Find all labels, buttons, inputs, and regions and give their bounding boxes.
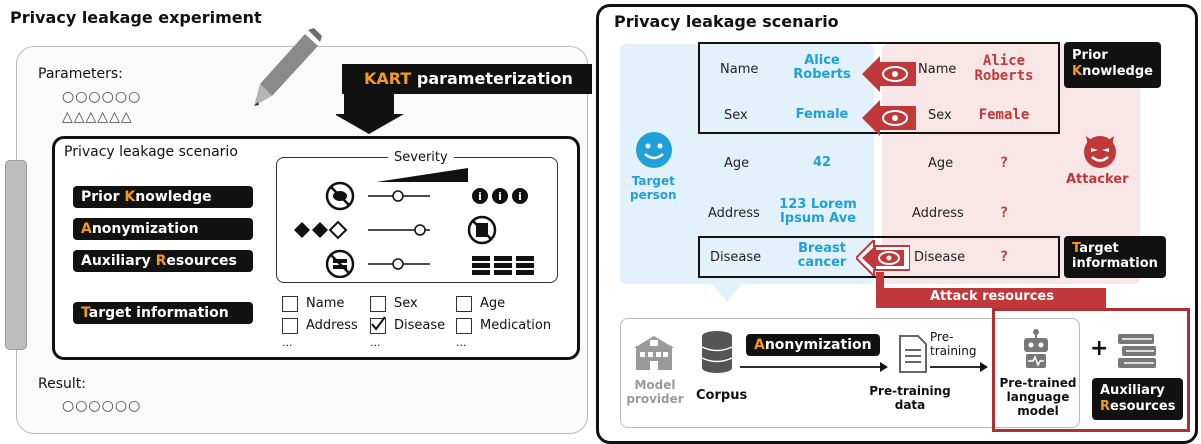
- target-pointer: [712, 284, 742, 302]
- attacker-disease-value: ?: [999, 249, 1009, 265]
- pen-icon: [254, 28, 322, 106]
- devil-icon: [1084, 136, 1116, 168]
- smiley-icon: [636, 132, 672, 168]
- param-triangles: △△△△△△: [62, 109, 133, 125]
- attacker-name-value: Alice Roberts: [974, 53, 1034, 84]
- checkbox-label-address: Address: [306, 318, 358, 333]
- checkbox-medication[interactable]: [456, 318, 472, 334]
- checkbox-address[interactable]: [282, 318, 298, 334]
- row-address-value: 123 Lorem Ipsum Ave: [779, 197, 857, 226]
- param-circles: ○○○○○○: [62, 89, 142, 105]
- scenario-title: Privacy leakage scenario: [64, 144, 238, 160]
- severity-sliders: i i i: [294, 181, 534, 278]
- checkbox-name[interactable]: [282, 296, 298, 312]
- model-provider-label: Model provider: [626, 378, 684, 406]
- kart-word: KART: [364, 69, 412, 88]
- checkbox-label-medication: Medication: [480, 318, 552, 333]
- books-icon: [1118, 334, 1156, 368]
- document-icon: [899, 335, 927, 373]
- corpus-label: Corpus: [696, 388, 748, 403]
- database-icon: [701, 331, 733, 373]
- attacker-name-field: Name: [918, 62, 957, 77]
- attack-resources-stem: [876, 272, 884, 294]
- pill-target-information: Target information: [73, 302, 253, 324]
- parameters-label: Parameters:: [38, 66, 123, 82]
- eraser-icons: [294, 220, 348, 240]
- anonymization-pill: Anonymization: [746, 334, 880, 356]
- svg-text:i: i: [518, 190, 522, 203]
- checkbox-label-age: Age: [480, 296, 506, 311]
- svg-text:i: i: [498, 190, 502, 203]
- kart-rest: parameterization: [411, 69, 573, 88]
- target-person-label: Target person: [630, 174, 677, 202]
- row-sex-value: Female: [795, 107, 849, 122]
- attack-resources-bar: [876, 288, 1106, 308]
- pill-auxiliary-resources: Auxiliary Resources: [73, 250, 253, 272]
- result-label: Result:: [38, 376, 86, 392]
- checkbox-age[interactable]: [456, 296, 472, 312]
- severity-label: Severity: [388, 150, 454, 165]
- row-disease-value: Breast cancer: [797, 241, 847, 270]
- kart-label: KART parameterization: [364, 69, 573, 88]
- severity-wedge: [376, 168, 468, 182]
- target-info-pill: Target information: [1064, 236, 1166, 278]
- no-doc-icon: [467, 215, 497, 245]
- aux-resources-pill: Auxiliary Resources: [1092, 378, 1184, 420]
- no-books-icon: [325, 249, 355, 278]
- anonymization-arrow: [740, 362, 888, 372]
- attacker-sex-value: Female: [978, 107, 1030, 123]
- checkbox-disease[interactable]: [370, 316, 386, 334]
- robot-icon: [1024, 329, 1048, 368]
- row-sex-field: Sex: [724, 108, 748, 123]
- right-title: Privacy leakage scenario: [614, 12, 839, 31]
- board-clip: [5, 160, 27, 350]
- prior-knowledge-pill: Prior Knowledge: [1064, 42, 1161, 88]
- result-circles: ○○○○○○: [62, 398, 142, 414]
- pretraining-arrow: [930, 362, 988, 372]
- attacker-sex-field: Sex: [928, 108, 952, 123]
- pill-prior-knowledge: Prior Knowledge: [73, 186, 253, 208]
- ellipsis-2: ...: [370, 336, 381, 349]
- eye-arrow-name: [862, 56, 916, 92]
- checkbox-sex[interactable]: [370, 296, 386, 312]
- plus-sign: +: [1090, 336, 1109, 361]
- attacker-address-value: ?: [999, 205, 1009, 221]
- checkbox-label-name: Name: [306, 296, 345, 311]
- row-age-value: 42: [812, 155, 832, 170]
- attack-resources-box: [992, 308, 1190, 432]
- pretraining-arrow-label: Pre- training: [930, 330, 977, 358]
- attacker-disease-field: Disease: [914, 250, 966, 265]
- row-disease-field: Disease: [710, 250, 762, 265]
- ellipsis-3: ...: [456, 336, 467, 349]
- attacker-address-field: Address: [912, 206, 964, 221]
- pill-anonymization: Anonymization: [73, 218, 253, 240]
- checkbox-label-disease: Disease: [394, 318, 446, 333]
- ellipsis-1: ...: [282, 336, 293, 349]
- row-age-field: Age: [724, 156, 750, 171]
- checkbox-label-sex: Sex: [394, 296, 418, 311]
- svg-text:i: i: [478, 190, 482, 203]
- info-icons: i i i: [472, 188, 528, 204]
- attack-resources-label: Attack resources: [930, 289, 1054, 304]
- attacker-label: Attacker: [1066, 172, 1129, 187]
- pretrained-lm-label: Pre-trained language model: [999, 376, 1077, 418]
- hospital-icon: [634, 336, 674, 370]
- attacker-age-value: ?: [999, 155, 1009, 171]
- pipeline-box: [620, 318, 1080, 428]
- books-icons: [472, 256, 534, 275]
- row-name-field: Name: [720, 62, 759, 77]
- row-address-field: Address: [708, 206, 760, 221]
- eye-arrow-sex: [862, 100, 916, 136]
- eye-arrow-disease: [856, 240, 910, 276]
- kart-arrow: [336, 64, 592, 134]
- left-title: Privacy leakage experiment: [10, 8, 262, 27]
- no-eye-icon: [325, 181, 355, 211]
- pretraining-data-label: Pre-training data: [869, 384, 951, 412]
- row-name-value: Alice Roberts: [793, 53, 851, 82]
- checkmark-icon: [371, 316, 386, 331]
- attacker-age-field: Age: [928, 156, 954, 171]
